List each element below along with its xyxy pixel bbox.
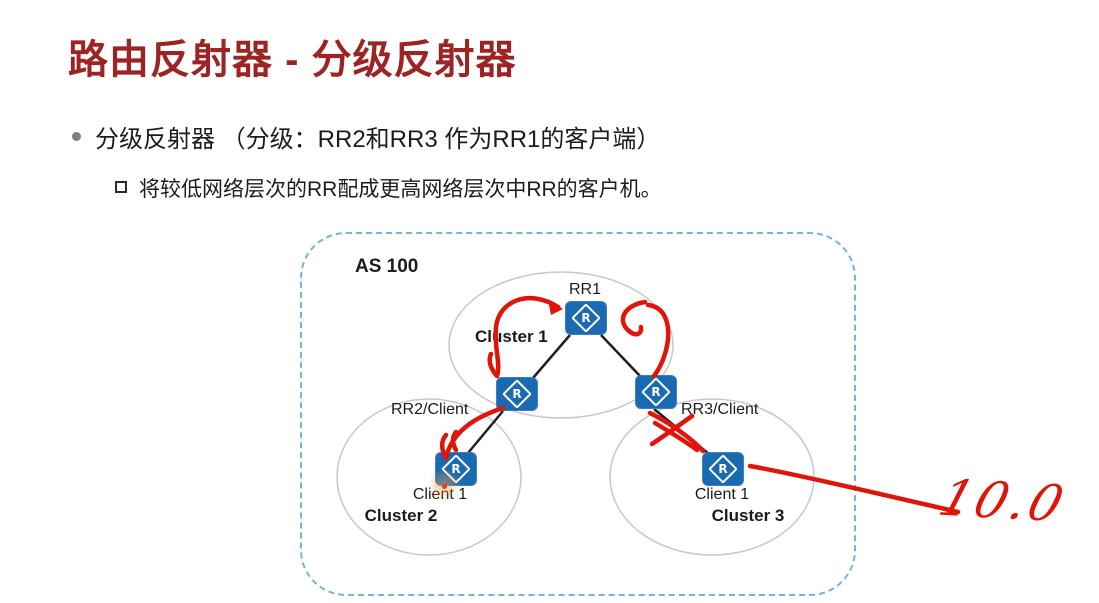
router-icon-rr2: R <box>496 377 538 411</box>
node-label-rr3: RR3/Client <box>681 401 759 418</box>
handwritten-note: 10.0 <box>932 469 1073 533</box>
cluster-label-1: Cluster 1 <box>475 327 548 346</box>
router-glyph: R <box>581 311 591 325</box>
slide-title: 路由反射器 - 分级反射器 <box>68 38 517 82</box>
cluster-label-3: Cluster 3 <box>711 506 785 525</box>
sub-bullet-item: 将较低网络层次的RR配成更高网络层次中RR的客户机。 <box>115 173 662 203</box>
node-label-rr1: RR1 <box>568 281 602 298</box>
as-boundary: AS 100 <box>300 232 856 596</box>
node-label-client-cluster3: Client 1 <box>694 486 750 503</box>
router-icon-rr1: R <box>565 301 607 335</box>
node-label-rr2: RR2/Client <box>391 401 469 418</box>
router-glyph: R <box>651 385 661 399</box>
square-bullet-icon <box>115 181 127 193</box>
router-icon-client-cluster3: R <box>702 452 744 486</box>
router-glyph: R <box>512 387 522 401</box>
router-glyph: R <box>718 462 728 476</box>
bullet-text: 分级反射器 （分级：RR2和RR3 作为RR1的客户端） <box>95 126 661 153</box>
cluster-label-2: Cluster 2 <box>364 506 438 525</box>
router-icon-rr3: R <box>635 375 677 409</box>
bullet-item: 分级反射器 （分级：RR2和RR3 作为RR1的客户端） <box>72 119 660 154</box>
as-label: AS 100 <box>355 256 419 277</box>
sub-bullet-text: 将较低网络层次的RR配成更高网络层次中RR的客户机。 <box>139 178 662 201</box>
bullet-dot-icon <box>72 132 81 141</box>
laser-pointer-dot <box>428 469 460 501</box>
